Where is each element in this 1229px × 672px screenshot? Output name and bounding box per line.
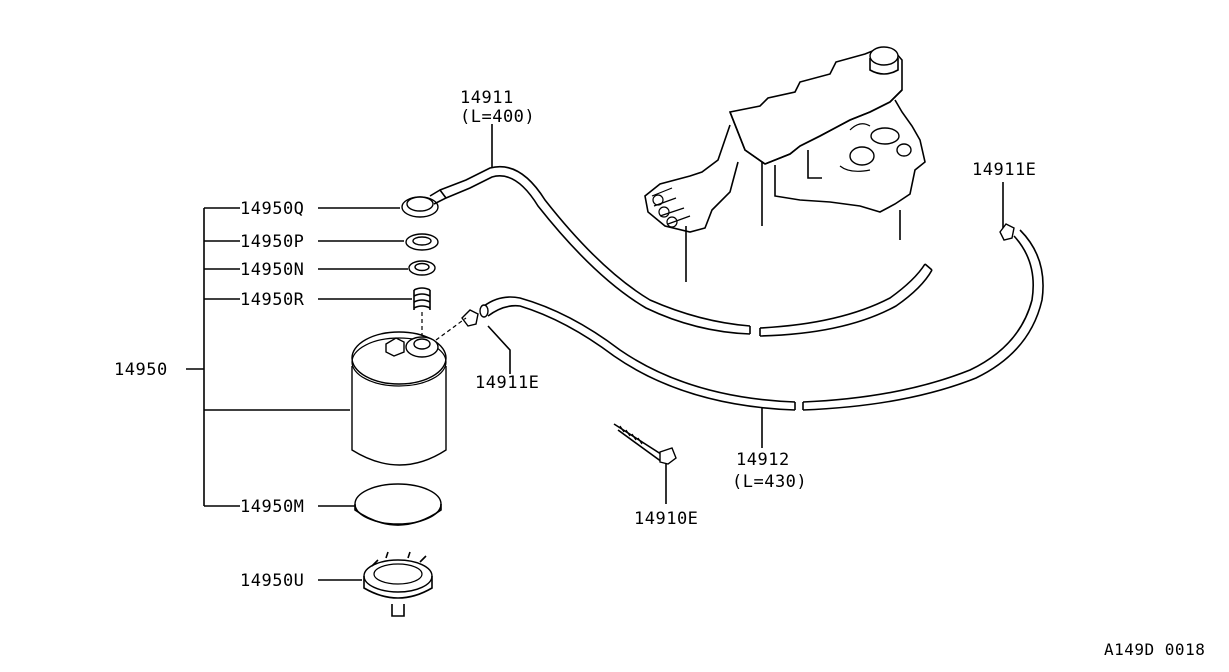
label-hose-upper: 14911 (460, 88, 514, 108)
canister-body (351, 331, 447, 466)
label-spring: 14950R (240, 290, 305, 310)
label-hose-upper-length: (L=400) (460, 107, 535, 127)
filter-14950m (354, 483, 442, 526)
leader-lines (186, 124, 1004, 581)
engine-block (644, 46, 926, 282)
label-hose-lower: 14912 (736, 450, 790, 470)
label-bolt: 14910E (634, 509, 698, 529)
label-filter: 14950M (240, 497, 304, 517)
label-ring: 14950N (240, 260, 304, 280)
hose-clamp-mid (461, 304, 489, 327)
cap-14950q (401, 188, 448, 218)
lower-hose (483, 229, 1044, 411)
label-seal: 14950P (240, 232, 304, 252)
bolt-14910e (613, 423, 677, 465)
base-14950u (363, 551, 433, 617)
hose-clamp-right (999, 223, 1015, 241)
spring-14950r (413, 287, 431, 310)
label-base: 14950U (240, 571, 304, 591)
label-canister: 14950 (114, 360, 168, 380)
seal-14950p (405, 233, 439, 251)
label-hose-lower-length: (L=430) (732, 472, 807, 492)
part-labels: 14950 14950Q 14950P 14950N 14950R 14950M… (114, 88, 1205, 659)
label-cap: 14950Q (240, 199, 304, 219)
upper-hose (439, 166, 933, 337)
ring-14950n (408, 260, 436, 276)
label-clamp-right: 14911E (972, 160, 1036, 180)
label-clamp-mid: 14911E (475, 373, 539, 393)
diagram-code: A149D 0018 (1104, 640, 1205, 659)
